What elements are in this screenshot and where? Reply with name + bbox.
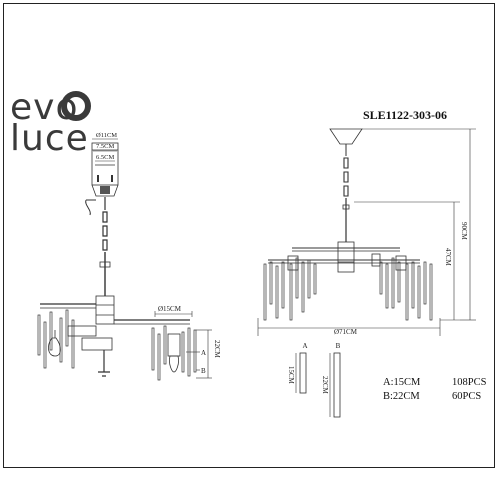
brand-logo-line2: luce — [10, 118, 89, 159]
right-dim-total-height: 90CM — [460, 222, 468, 241]
left-dim-arm-width: Ø15CM — [158, 305, 182, 313]
rod-part-a-label: A — [302, 342, 307, 350]
drawing-frame — [3, 3, 495, 468]
right-elevation-view — [257, 128, 476, 336]
canopy — [329, 128, 363, 145]
left-dim-mid-width: 7.5CM — [96, 143, 114, 150]
spec-a-count: 108PCS — [452, 377, 487, 388]
spec-b-size: B:22CM — [383, 391, 420, 402]
right-dim-body-height: 47CM — [444, 248, 452, 267]
spec-b-count: 60PCS — [452, 391, 482, 402]
rod-part-a-length: 15CM — [287, 366, 295, 385]
spec-a-size: A:15CM — [383, 377, 421, 388]
bulb-icon-left — [48, 337, 61, 357]
model-number: SLE1122-303-06 — [363, 108, 448, 122]
left-label-b: B — [201, 367, 206, 375]
rod-part-b-length: 22CM — [321, 376, 329, 395]
rod-part-b-label: B — [336, 342, 341, 350]
right-dim-diameter: Ø71CM — [334, 328, 358, 336]
bulb-icon-right — [169, 355, 179, 373]
brand-logo-ring-icon — [61, 91, 91, 121]
left-dim-height: 22CM — [213, 340, 221, 359]
center-body — [337, 241, 355, 273]
canopy-cup — [91, 184, 119, 197]
center-body — [95, 295, 115, 325]
rod-part-b — [333, 352, 341, 418]
left-detail-view — [37, 138, 212, 381]
left-label-a: A — [201, 349, 206, 357]
rod-parts — [295, 352, 341, 418]
rod-part-a — [299, 352, 307, 394]
left-dim-top-width: Ø11CM — [96, 132, 117, 139]
left-dim-inner-width: 6.5CM — [96, 154, 114, 161]
canopy-box — [91, 142, 119, 186]
